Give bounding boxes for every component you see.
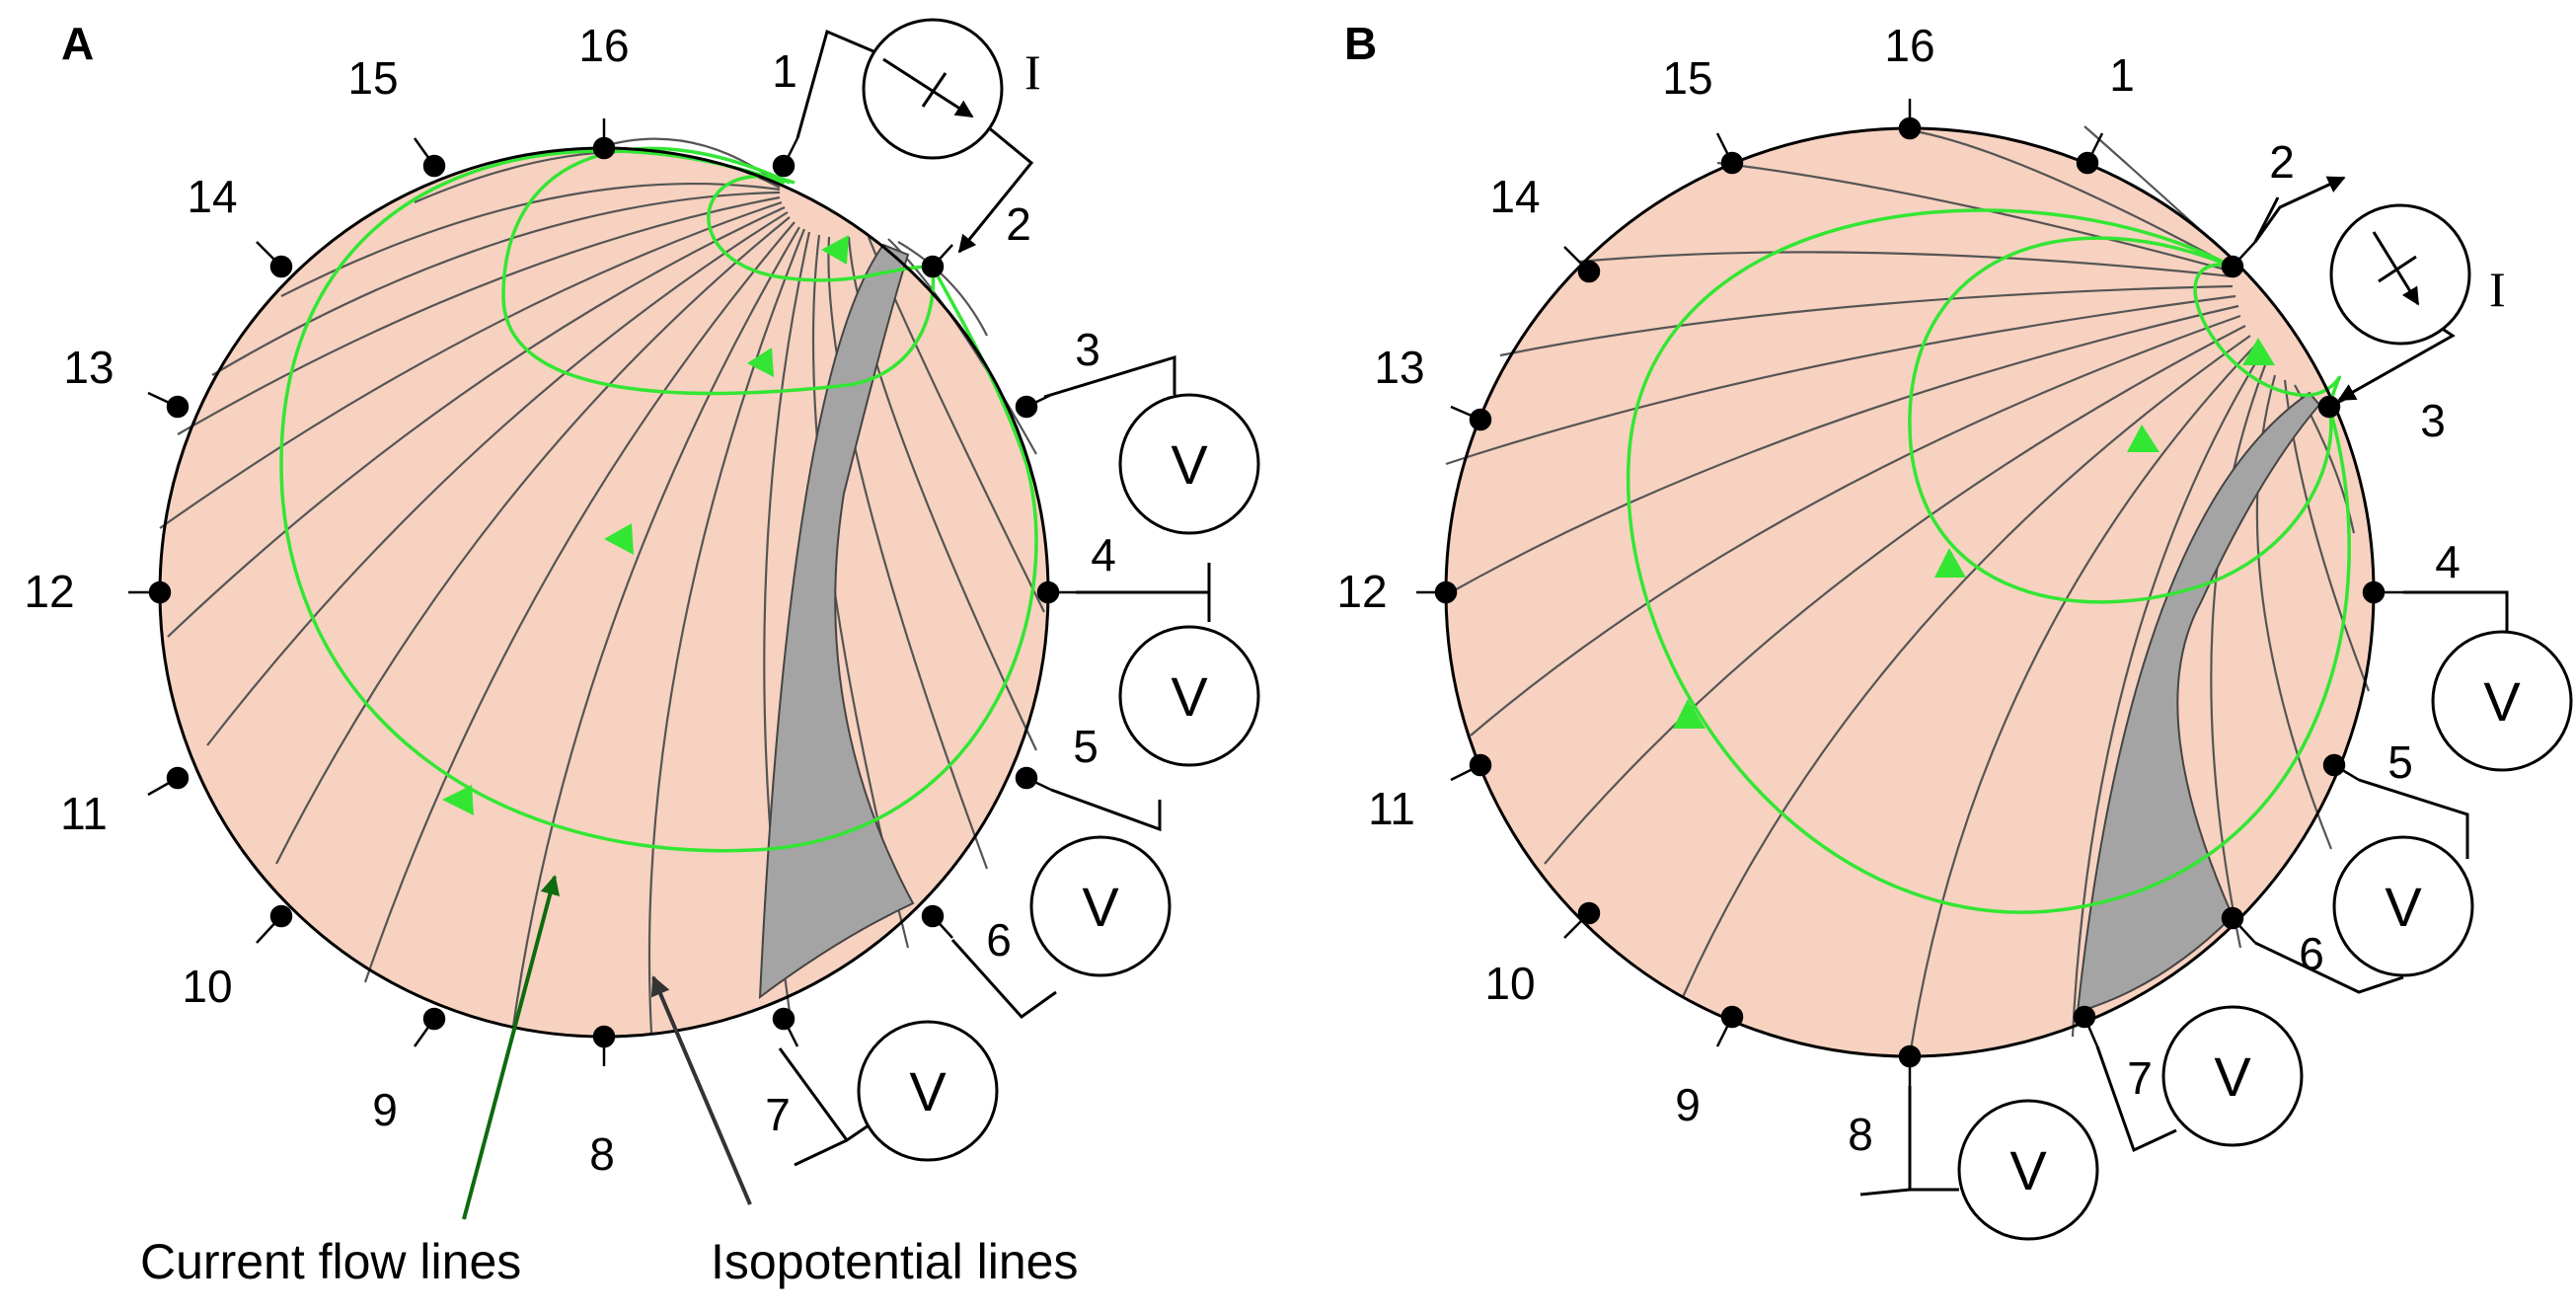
voltmeter-label: V bbox=[2214, 1045, 2251, 1108]
electrode-label: 16 bbox=[578, 20, 629, 71]
electrode-label: 5 bbox=[1073, 721, 1099, 772]
electrode-label: 14 bbox=[187, 171, 237, 222]
voltmeter-label: V bbox=[1082, 876, 1119, 938]
voltmeter-label: V bbox=[2385, 876, 2422, 938]
legend-pointers bbox=[462, 875, 752, 1220]
current-source-circuit bbox=[2253, 176, 2471, 402]
electrode-label: 7 bbox=[2127, 1052, 2153, 1104]
electrode-label: 5 bbox=[2387, 736, 2413, 788]
electrode-label: 12 bbox=[24, 566, 74, 617]
current-source-label: I bbox=[2489, 262, 2506, 317]
tissue-disk bbox=[160, 148, 1048, 1037]
voltmeter-labels: V V V V bbox=[2009, 670, 2521, 1201]
electrode-label: 11 bbox=[60, 788, 108, 839]
voltmeter bbox=[1957, 630, 2573, 1241]
electrode-label: 2 bbox=[2269, 136, 2295, 188]
electrode-label: 14 bbox=[1489, 171, 1540, 222]
electrode-label: 1 bbox=[772, 45, 797, 97]
electrode-label: 1 bbox=[2109, 49, 2135, 101]
electrode-label: 8 bbox=[1848, 1109, 1873, 1160]
electrodes bbox=[1416, 99, 2403, 1086]
voltmeter-chain bbox=[1859, 590, 2573, 1241]
electrode-label: 8 bbox=[589, 1128, 615, 1180]
current-source-circuit bbox=[796, 18, 1034, 254]
electrode-label: 4 bbox=[2435, 536, 2461, 587]
voltmeter-label: V bbox=[1171, 433, 1208, 496]
voltmeter bbox=[857, 393, 1260, 1162]
panel-b: B bbox=[1336, 18, 2573, 1241]
electrode-label: 13 bbox=[63, 342, 114, 393]
electrode-label: 2 bbox=[1006, 198, 1031, 250]
electrodes bbox=[128, 118, 1076, 1066]
electrode-label: 15 bbox=[1662, 52, 1712, 104]
legend-current-flow: Current flow lines bbox=[140, 1234, 521, 1289]
electrode-labels: 1 2 3 4 5 6 7 8 9 10 11 12 13 14 15 16 bbox=[1336, 20, 2460, 1160]
current-flow-arrows bbox=[1673, 338, 2275, 729]
electrode-label: 11 bbox=[1368, 783, 1415, 834]
voltmeter-label: V bbox=[2483, 670, 2521, 733]
electrode-label: 9 bbox=[1675, 1079, 1701, 1130]
voltmeter-label: V bbox=[909, 1060, 947, 1122]
electrode-label: 16 bbox=[1884, 20, 1934, 71]
panel-label: A bbox=[61, 18, 94, 69]
electrode-label: 10 bbox=[182, 961, 232, 1012]
electrode-label: 15 bbox=[347, 52, 398, 104]
current-source-label: I bbox=[1024, 44, 1041, 100]
electrode-label: 6 bbox=[986, 914, 1012, 966]
voltmeter-label: V bbox=[2009, 1139, 2047, 1201]
electrode-labels: 1 2 3 4 5 6 7 8 9 10 11 12 13 14 15 16 bbox=[24, 20, 1115, 1180]
electrode-label: 10 bbox=[1484, 958, 1535, 1009]
voltmeter-chain bbox=[778, 354, 1260, 1167]
panel-label: B bbox=[1344, 18, 1377, 69]
panel-a: A bbox=[24, 18, 1260, 1289]
current-flow-arrows bbox=[442, 235, 849, 815]
current-flow-lines bbox=[1626, 208, 2351, 914]
electrode-label: 3 bbox=[2420, 395, 2446, 446]
legend-isopotential: Isopotential lines bbox=[711, 1234, 1078, 1289]
shaded-isopotential-band bbox=[758, 243, 915, 1000]
shaded-isopotential-band bbox=[2076, 391, 2321, 1014]
electrode-label: 12 bbox=[1336, 566, 1387, 617]
electrode-label: 3 bbox=[1075, 324, 1100, 375]
voltmeter-label: V bbox=[1171, 665, 1208, 728]
electrode-label: 4 bbox=[1091, 529, 1116, 580]
electrode-label: 13 bbox=[1374, 342, 1424, 393]
voltmeter-labels: V V V V bbox=[909, 433, 1208, 1122]
electrode-label: 6 bbox=[2299, 928, 2324, 979]
electrode-label: 9 bbox=[372, 1084, 398, 1135]
electrode-label: 7 bbox=[765, 1089, 791, 1140]
